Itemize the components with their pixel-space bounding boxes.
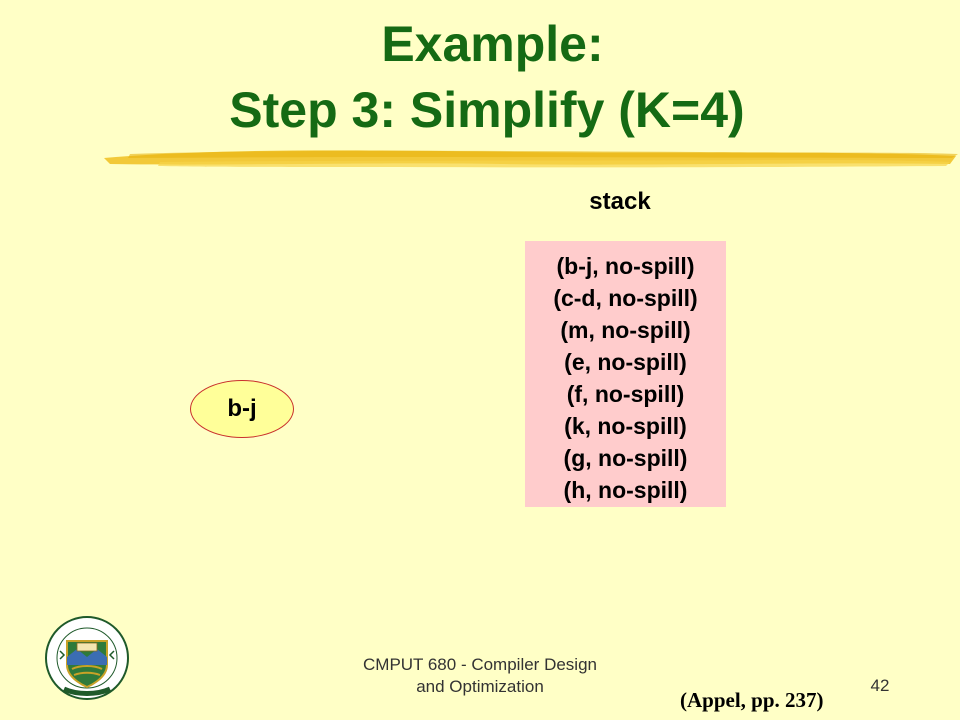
footer-course-line-2: and Optimization (416, 677, 544, 696)
stack-box: (b-j, no-spill) (c-d, no-spill) (m, no-s… (525, 241, 726, 507)
page-number: 42 (870, 676, 890, 695)
stack-item: (e, no-spill) (564, 349, 687, 375)
stack-item: (b-j, no-spill) (556, 253, 695, 279)
stack-item: (f, no-spill) (566, 381, 685, 407)
brush-underline (104, 150, 958, 168)
stack-item: (k, no-spill) (564, 413, 687, 439)
stack-item: (c-d, no-spill) (553, 285, 698, 311)
university-crest-logo (45, 616, 129, 700)
footer-course-title: CMPUT 680 - Compiler Design and Optimiza… (330, 654, 630, 698)
footer-course-line-1: CMPUT 680 - Compiler Design (363, 655, 597, 674)
stack-item: (g, no-spill) (563, 445, 688, 471)
stack-item: (h, no-spill) (563, 477, 688, 503)
slide-title-line-2: Step 3: Simplify (K=4) (229, 82, 745, 138)
slide-title-line-1: Example: (381, 16, 604, 72)
stack-label: stack (589, 188, 651, 215)
graph-node-b-j: b-j (190, 380, 294, 438)
graph-node-label: b-j (227, 395, 257, 422)
stack-item: (m, no-spill) (560, 317, 691, 343)
citation: (Appel, pp. 237) (680, 688, 824, 712)
